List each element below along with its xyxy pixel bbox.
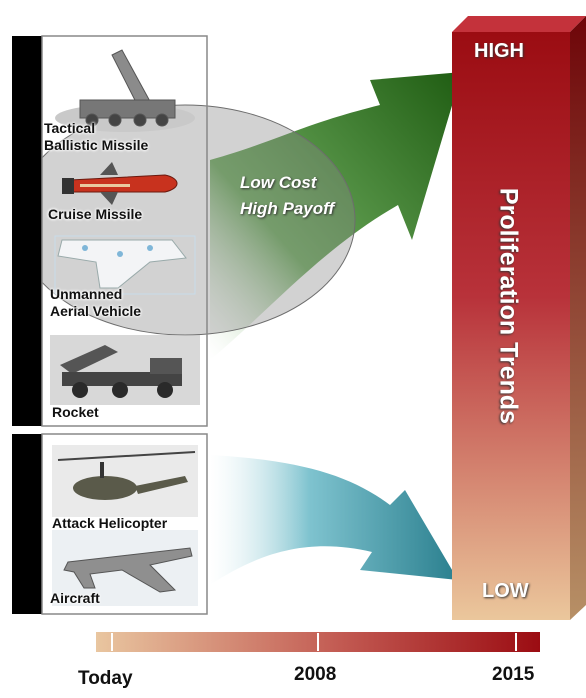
bottom-weapons-group [12, 433, 208, 615]
cruise-missile-icon [62, 162, 178, 205]
ballistic-missile-launcher-icon [55, 49, 195, 132]
callout-line: Low Cost [240, 173, 317, 192]
teal-trend-arrow [210, 455, 458, 585]
top-weapons-group [12, 35, 208, 427]
label-cruise-missile: Cruise Missile [48, 206, 143, 222]
fighter-aircraft-icon [52, 530, 198, 606]
label-rocket: Rocket [52, 404, 99, 420]
label-line: Ballistic Missile [44, 137, 149, 153]
proliferation-trends-title: Proliferation Trends [488, 170, 528, 442]
timeline-label-2008: 2008 [294, 664, 337, 685]
bar-high-label: HIGH [474, 40, 524, 62]
label-attack-helicopter: Attack Helicopter [52, 515, 168, 531]
label-tactical-ballistic-missile: Tactical Ballistic Missile [44, 120, 148, 154]
timeline-bar [96, 632, 540, 652]
rocket-launcher-truck-icon [50, 335, 200, 405]
label-unmanned-aerial-vehicle: Unmanned Aerial Vehicle [50, 286, 141, 320]
uav-icon [54, 235, 196, 295]
proliferation-bar [452, 16, 586, 620]
bar-low-label: LOW [482, 580, 529, 602]
label-line: Unmanned [50, 286, 123, 302]
attack-helicopter-icon [52, 445, 198, 517]
green-trend-arrow [210, 72, 462, 360]
low-cost-high-payoff-callout: Low Cost High Payoff [240, 170, 334, 222]
label-line: Tactical [44, 120, 96, 136]
callout-line: High Payoff [240, 199, 335, 218]
label-line: Aerial Vehicle [50, 303, 142, 319]
label-aircraft: Aircraft [50, 590, 100, 606]
timeline-label-2015: 2015 [492, 664, 535, 685]
proliferation-trends-text: Proliferation Trends [494, 187, 523, 425]
timeline-label-today: Today [78, 668, 133, 689]
